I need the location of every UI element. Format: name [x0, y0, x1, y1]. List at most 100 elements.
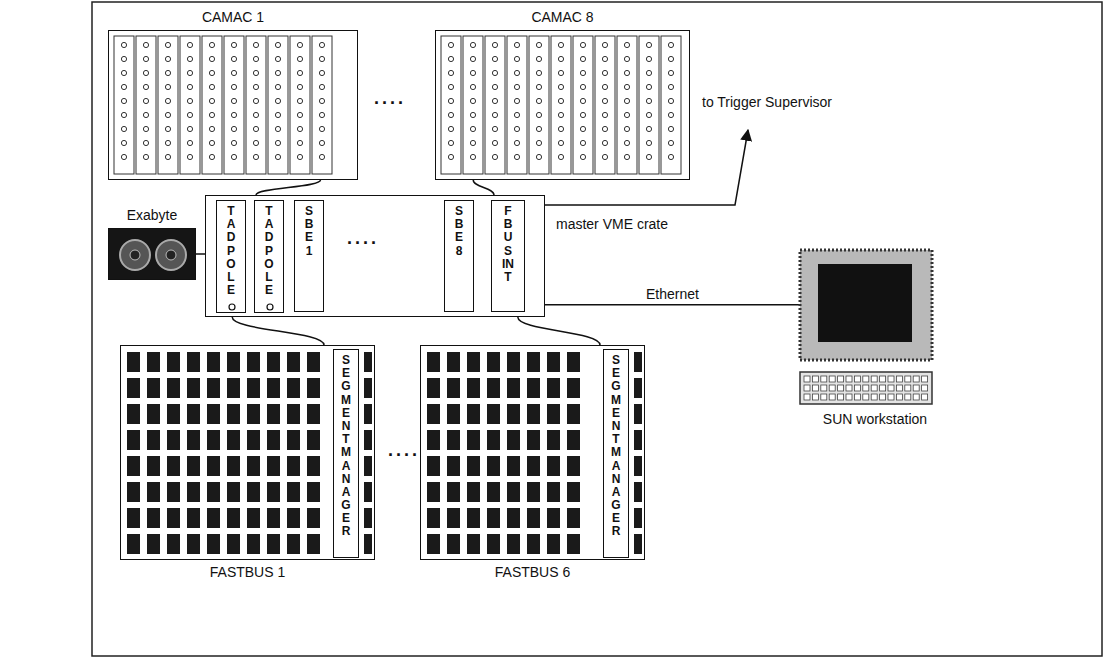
fastbus-module: [567, 482, 580, 502]
connector-socket: [602, 84, 607, 89]
fastbus-module: [247, 508, 260, 528]
fastbus-module: [487, 456, 500, 476]
fastbus-module: [187, 456, 200, 476]
connector-socket: [470, 140, 475, 145]
fastbus-module: [307, 404, 320, 424]
fastbus-module: [187, 534, 200, 554]
connector-socket: [275, 56, 280, 61]
camac-drawing: [436, 31, 691, 181]
connector-socket: [514, 56, 519, 61]
connector-socket: [624, 84, 629, 89]
fastbus-module: [307, 508, 320, 528]
key: [863, 394, 869, 400]
fastbus-module: [207, 404, 220, 424]
connector-socket: [492, 70, 497, 75]
fastbus-module: [207, 378, 220, 398]
fastbus-module: [467, 352, 480, 372]
key: [913, 376, 919, 382]
connector-socket: [297, 98, 302, 103]
connector-socket: [580, 56, 585, 61]
connector-socket: [275, 42, 280, 47]
connector-socket: [209, 140, 214, 145]
vme-module: TADPOLE: [216, 200, 246, 313]
segment-manager: SEGMENT MANAGER: [333, 349, 359, 558]
fastbus-module: [207, 456, 220, 476]
connector-socket: [319, 112, 324, 117]
fastbus-module: [307, 534, 320, 554]
camac-module: [595, 36, 615, 174]
key: [888, 394, 894, 400]
module-label: SBE 1: [303, 205, 315, 258]
key: [896, 394, 902, 400]
key: [846, 385, 852, 391]
fastbus-module: [247, 430, 260, 450]
fastbus-module: [427, 534, 440, 554]
fastbus-module: [507, 352, 520, 372]
connector-socket: [602, 42, 607, 47]
key: [804, 385, 810, 391]
cable: [473, 180, 494, 195]
connector-socket: [209, 42, 214, 47]
camac-module: [661, 36, 681, 174]
fastbus-module: [527, 430, 540, 450]
connector-socket: [143, 154, 148, 159]
connector-socket: [275, 140, 280, 145]
connector-socket: [624, 70, 629, 75]
fastbus-module: [547, 430, 560, 450]
fastbus-module: [267, 404, 280, 424]
key: [821, 394, 827, 400]
connector-socket: [143, 126, 148, 131]
connector-socket: [580, 140, 585, 145]
key: [854, 394, 860, 400]
vme-crate: master VME crateTADPOLETADPOLESBE 1SBE 8…: [205, 195, 545, 317]
fastbus-module: [187, 430, 200, 450]
crate-label: FASTBUS 6: [495, 564, 570, 581]
fastbus-module: [307, 378, 320, 398]
connector-socket: [187, 42, 192, 47]
fastbus-module: [567, 534, 580, 554]
key: [804, 376, 810, 382]
connector-socket: [668, 56, 673, 61]
fastbus-module: [267, 378, 280, 398]
camac-module: [268, 36, 288, 174]
connector-socket: [470, 112, 475, 117]
key: [863, 376, 869, 382]
ellipsis: ....: [345, 228, 381, 249]
fastbus-module: [567, 404, 580, 424]
camac-module: [507, 36, 527, 174]
key: [888, 376, 894, 382]
connector-socket: [646, 112, 651, 117]
fastbus-module: [427, 352, 440, 372]
connector-socket: [253, 98, 258, 103]
connector-socket: [536, 154, 541, 159]
fastbus-module: [167, 482, 180, 502]
vme-module: FBUS INT: [491, 200, 525, 312]
connector-socket: [470, 126, 475, 131]
fastbus-module: [227, 534, 240, 554]
connector-socket: [165, 56, 170, 61]
connector-socket: [297, 84, 302, 89]
connector-socket: [297, 42, 302, 47]
fastbus-module: [167, 352, 180, 372]
key: [880, 376, 886, 382]
connector-socket: [448, 84, 453, 89]
connector-socket: [253, 154, 258, 159]
key: [922, 376, 928, 382]
fastbus-module: [507, 430, 520, 450]
connector-socket: [646, 126, 651, 131]
fastbus-module: [467, 404, 480, 424]
connector-socket: [448, 56, 453, 61]
connector-socket: [514, 98, 519, 103]
camac-module: [485, 36, 505, 174]
fastbus-module: [507, 482, 520, 502]
fastbus-module: [147, 352, 160, 372]
fastbus-module: [487, 508, 500, 528]
connector-socket: [470, 98, 475, 103]
fastbus-module: [167, 430, 180, 450]
fastbus-module: [547, 404, 560, 424]
connector-socket: [624, 112, 629, 117]
fastbus-module: [207, 508, 220, 528]
fastbus-module: [507, 534, 520, 554]
camac-module: [312, 36, 332, 174]
fastbus-module: [147, 404, 160, 424]
